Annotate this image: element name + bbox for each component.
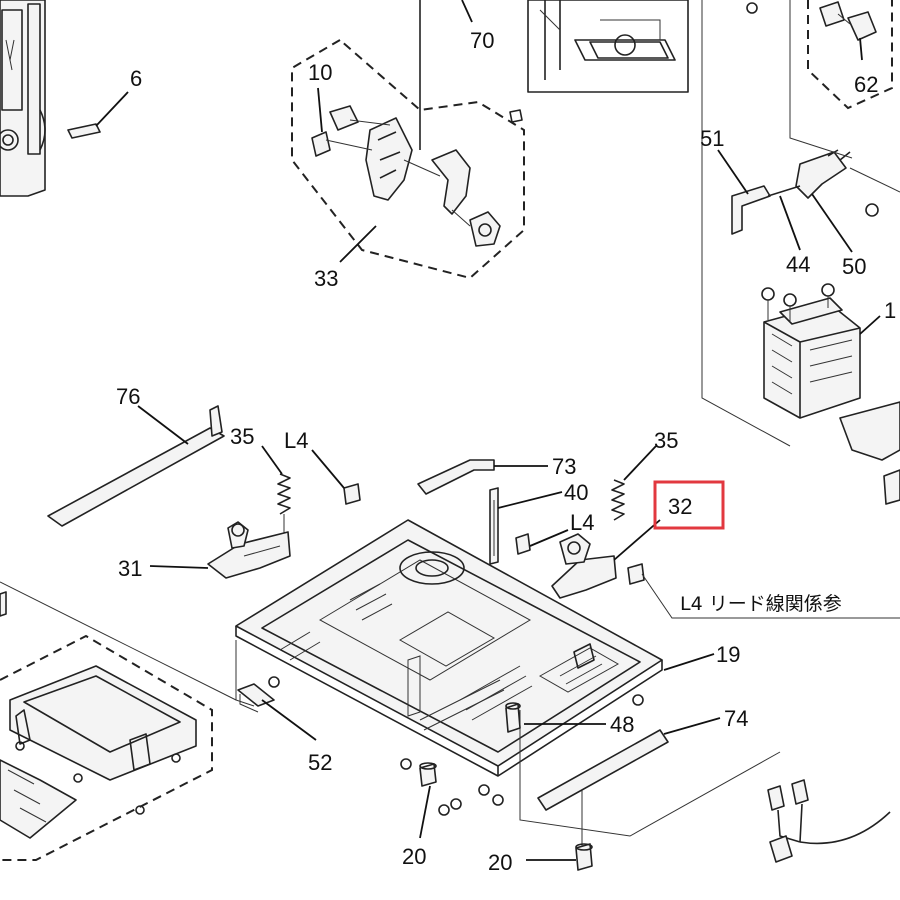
highlight-box-32 <box>653 480 725 530</box>
bracket-52 <box>237 683 275 713</box>
label-31: 31 <box>118 556 142 581</box>
power-cord <box>767 779 891 863</box>
magnetron-shield-plate <box>839 401 900 505</box>
label-73: 73 <box>552 454 576 479</box>
label-1: 1 <box>884 298 896 323</box>
bottom-left-group-outline <box>0 634 213 861</box>
part-62-group-outline <box>807 0 893 110</box>
label-48: 48 <box>610 712 634 737</box>
label-10: 10 <box>308 60 332 85</box>
label-32: 32 <box>668 494 692 519</box>
label-76: 76 <box>116 384 140 409</box>
magnetron <box>761 283 861 419</box>
spring-35-right <box>611 479 625 521</box>
cushion-48 <box>505 702 521 733</box>
label-6: 6 <box>130 66 142 91</box>
label-19: 19 <box>716 642 740 667</box>
label-33: 33 <box>314 266 338 291</box>
spring-35-left <box>277 473 291 540</box>
label-51: 51 <box>700 126 724 151</box>
foot-20-upper <box>419 762 437 787</box>
lead-clip-l4-mid <box>515 533 531 555</box>
door-latch-parts <box>311 105 523 247</box>
label-l4-mid: L4 <box>570 510 594 535</box>
label-50: 50 <box>842 254 866 279</box>
hinge-31 <box>207 521 291 579</box>
lead-clip-l4-right <box>627 563 645 585</box>
bracket-73 <box>417 459 495 495</box>
label-62: 62 <box>854 72 878 97</box>
control-panel <box>0 0 46 197</box>
label-40: 40 <box>564 480 588 505</box>
interlock-switch-assembly <box>731 149 879 235</box>
cavity-detail-box <box>527 0 689 93</box>
base-plate <box>235 519 663 777</box>
door-latch-group-outline <box>291 38 525 280</box>
base-screws <box>268 676 644 816</box>
label-70: 70 <box>470 28 494 53</box>
part-62-switch <box>819 1 877 41</box>
label-20-lower: 20 <box>488 850 512 875</box>
rail-74 <box>537 729 669 811</box>
label-35-right: 35 <box>654 428 678 453</box>
lead-clip-l4-left <box>343 483 361 505</box>
left-edge-tab <box>0 591 7 617</box>
label-l4-left: L4 <box>284 428 308 453</box>
label-52: 52 <box>308 750 332 775</box>
foot-20-lower <box>575 843 593 871</box>
label-20-upper: 20 <box>402 844 426 869</box>
hinge-32 <box>551 533 617 599</box>
rod-40 <box>489 487 499 565</box>
label-l4-lead-wire-note: L4 リード線関係参 <box>680 593 842 615</box>
label-74: 74 <box>724 706 748 731</box>
label-35-left: 35 <box>230 424 254 449</box>
label-44: 44 <box>786 252 810 277</box>
side-rail-76 <box>47 405 225 527</box>
bottom-left-chassis <box>0 665 197 839</box>
part-6-clip <box>67 91 129 139</box>
